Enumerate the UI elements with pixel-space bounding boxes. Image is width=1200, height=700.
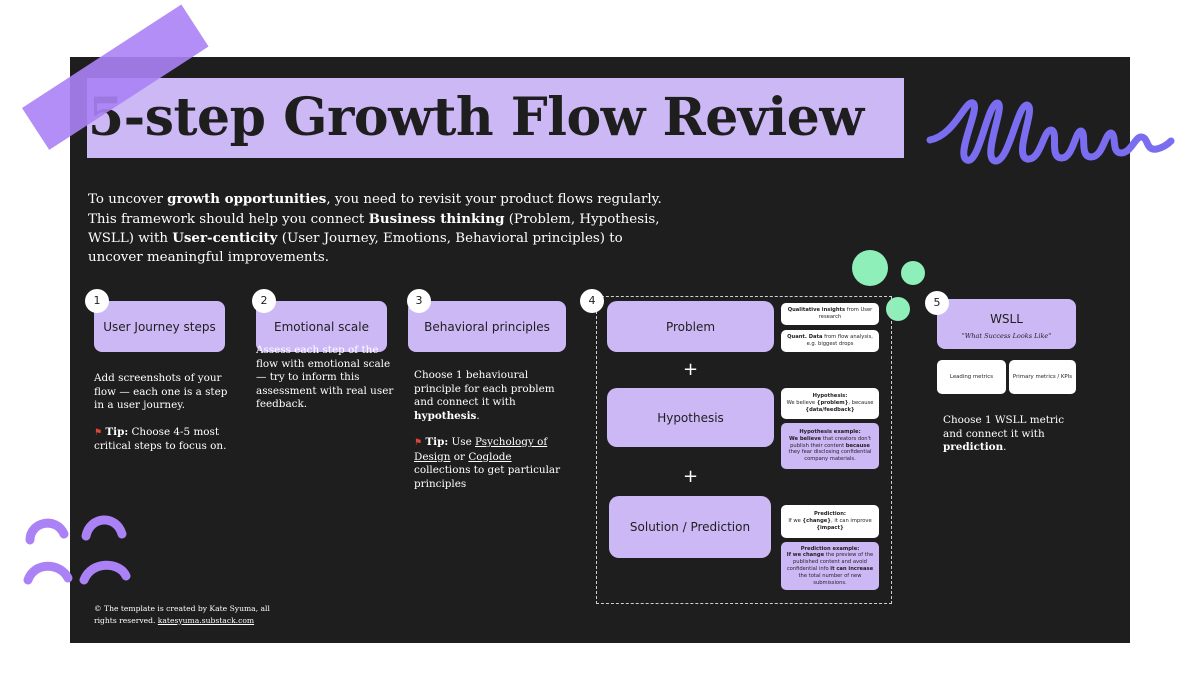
step-3-card: Behavioral principles <box>408 301 566 352</box>
hypothesis-example-note: Hypothesis example: We believe that crea… <box>781 423 879 469</box>
page-title: 5-step Growth Flow Review <box>88 87 864 148</box>
prediction-example-note: Prediction example: If we change the pre… <box>781 542 879 590</box>
plus-sign: + <box>683 466 699 487</box>
title-highlight <box>87 78 904 158</box>
arcs-decoration <box>23 515 131 585</box>
leading-metrics-note: Leading metrics <box>937 360 1006 394</box>
flag-icon: ⚑ <box>94 427 103 438</box>
step-2-number: 2 <box>252 289 276 313</box>
step-4-dotted-frame <box>596 296 892 604</box>
step-1-card: User Journey steps <box>94 301 225 352</box>
quant-data-note: Quant. Data from flow analysis, e.g. big… <box>781 330 879 352</box>
wsll-title: WSLL <box>990 312 1023 326</box>
step-4-number: 4 <box>580 289 604 313</box>
step-1-description: Add screenshots of your flow — each one … <box>94 372 228 452</box>
mint-dots-decoration <box>852 250 925 321</box>
substack-link[interactable]: katesyuma.substack.com <box>157 615 255 625</box>
intro-paragraph: To uncover growth opportunities, you nee… <box>88 191 662 265</box>
psychology-of-design-link[interactable]: Psychology of Design <box>414 436 548 463</box>
hypothesis-note: Hypothesis: We believe {problem}, becaus… <box>781 388 879 419</box>
qualitative-insights-note: Qualitative insights from User research <box>781 303 879 325</box>
scribble-decoration <box>926 99 1175 165</box>
step-5-description: Choose 1 WSLL metric and connect it with… <box>943 414 1065 453</box>
wsll-card: WSLL "What Success Looks Like" <box>937 299 1076 349</box>
flag-icon: ⚑ <box>414 438 423 448</box>
problem-card: Problem <box>607 301 774 352</box>
hypothesis-card: Hypothesis <box>607 388 774 447</box>
primary-metrics-note: Primary metrics / KPIs <box>1009 360 1076 394</box>
plus-sign: + <box>683 359 699 380</box>
step-2-description: Assess each step of the flow with emotio… <box>256 344 394 410</box>
wsll-subtitle: "What Success Looks Like" <box>961 332 1052 340</box>
prediction-note: Prediction: If we {change}, it can impro… <box>781 505 879 538</box>
step-3-number: 3 <box>407 289 431 313</box>
solution-prediction-card: Solution / Prediction <box>609 496 771 558</box>
step-5-number: 5 <box>925 291 949 315</box>
footer-credit: © The template is created by Kate Syuma,… <box>94 604 270 625</box>
step-3-description: Choose 1 behavioural principle for each … <box>414 369 561 490</box>
step-2-card: Emotional scale <box>256 301 387 352</box>
step-1-number: 1 <box>85 289 109 313</box>
coglode-link[interactable]: Coglode <box>468 450 512 463</box>
